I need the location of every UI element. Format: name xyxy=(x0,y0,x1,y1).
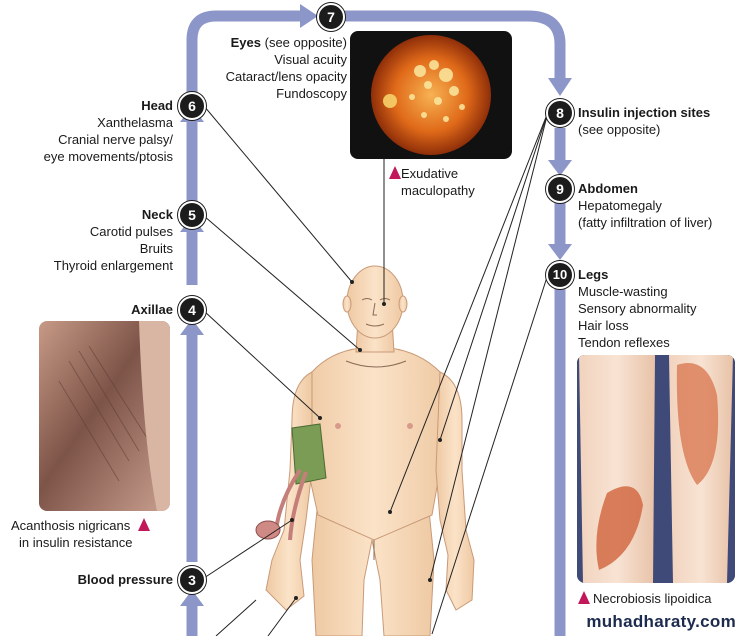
step-badge-4: 4 xyxy=(178,296,206,324)
necrobiosis-caption: Necrobiosis lipoidica xyxy=(578,590,712,607)
acanthosis-photo xyxy=(39,321,170,511)
blood-pressure-title: Blood pressure xyxy=(77,572,173,587)
head-title: Head xyxy=(141,98,173,113)
neck-label: Neck Carotid pulses Bruits Thyroid enlar… xyxy=(54,206,173,274)
nipple-right xyxy=(407,423,413,429)
neck-title: Neck xyxy=(141,207,173,222)
eyes-line: Cataract/lens opacity xyxy=(225,69,347,84)
fundus-caption: Exudative maculopathy xyxy=(389,165,475,199)
marker-triangle-icon xyxy=(137,518,150,531)
legs-line: Hair loss xyxy=(578,318,629,333)
leader-dots xyxy=(290,280,442,600)
legs-label: Legs Muscle-wasting Sensory abnormality … xyxy=(578,266,697,351)
neck-line: Thyroid enlargement xyxy=(53,258,173,273)
acanthosis-caption-line: Acanthosis nigricans xyxy=(11,518,131,533)
abdomen-label: Abdomen Hepatomegaly (fatty infiltration… xyxy=(578,180,712,231)
fundus-photo xyxy=(350,31,512,159)
leader-lines xyxy=(203,105,549,636)
bp-cuff xyxy=(255,423,327,541)
fundus-caption-line: Exudative xyxy=(401,166,459,181)
neck-line: Bruits xyxy=(139,241,173,256)
legs-line: Tendon reflexes xyxy=(578,335,670,350)
legs-title: Legs xyxy=(578,267,609,282)
injection-sites-line: (see opposite) xyxy=(578,122,661,137)
abdomen-title: Abdomen xyxy=(578,181,638,196)
neck-line: Carotid pulses xyxy=(89,224,173,239)
flow-arrows xyxy=(186,10,566,636)
step-badge-9: 9 xyxy=(546,175,574,203)
eyes-label: Eyes (see opposite) Visual acuity Catara… xyxy=(226,34,347,102)
axillae-title: Axillae xyxy=(131,302,173,317)
abdomen-line: Hepatomegaly xyxy=(578,198,662,213)
eyes-line: Visual acuity xyxy=(274,52,347,67)
injection-sites-title: Insulin injection sites xyxy=(578,105,711,120)
injection-sites-label: Insulin injection sites (see opposite) xyxy=(578,104,710,138)
necrobiosis-photo xyxy=(577,355,735,583)
fundus-caption-line: maculopathy xyxy=(401,183,475,198)
eyes-title-note: (see opposite) xyxy=(261,35,347,50)
abdomen-line: (fatty infiltration of liver) xyxy=(578,215,713,230)
step-badge-8: 8 xyxy=(546,99,574,127)
legs-line: Sensory abnormality xyxy=(578,301,697,316)
step-badge-6: 6 xyxy=(178,92,206,120)
head-line: Cranial nerve palsy/ xyxy=(58,132,173,147)
human-figure xyxy=(265,265,475,636)
marker-triangle-icon xyxy=(578,591,590,604)
head-label: Head Xanthelasma Cranial nerve palsy/ ey… xyxy=(44,97,173,165)
acanthosis-caption-line: in insulin resistance xyxy=(19,535,133,550)
eyes-line: Fundoscopy xyxy=(276,86,347,101)
watermark: muhadharaty.com xyxy=(586,612,736,631)
head-line: Xanthelasma xyxy=(97,115,173,130)
legs-line: Muscle-wasting xyxy=(578,284,668,299)
face-features xyxy=(345,298,407,560)
nipple-left xyxy=(335,423,341,429)
necrobiosis-caption-text: Necrobiosis lipoidica xyxy=(593,591,712,606)
step-badge-3: 3 xyxy=(178,566,206,594)
marker-triangle-icon xyxy=(389,166,401,179)
step-badge-7: 7 xyxy=(317,3,345,31)
acanthosis-caption: Acanthosis nigricans in insulin resistan… xyxy=(11,517,150,551)
step-badge-10: 10 xyxy=(546,261,574,289)
head-line: eye movements/ptosis xyxy=(43,149,173,164)
eyes-title: Eyes xyxy=(230,35,261,50)
step-badge-5: 5 xyxy=(178,201,206,229)
